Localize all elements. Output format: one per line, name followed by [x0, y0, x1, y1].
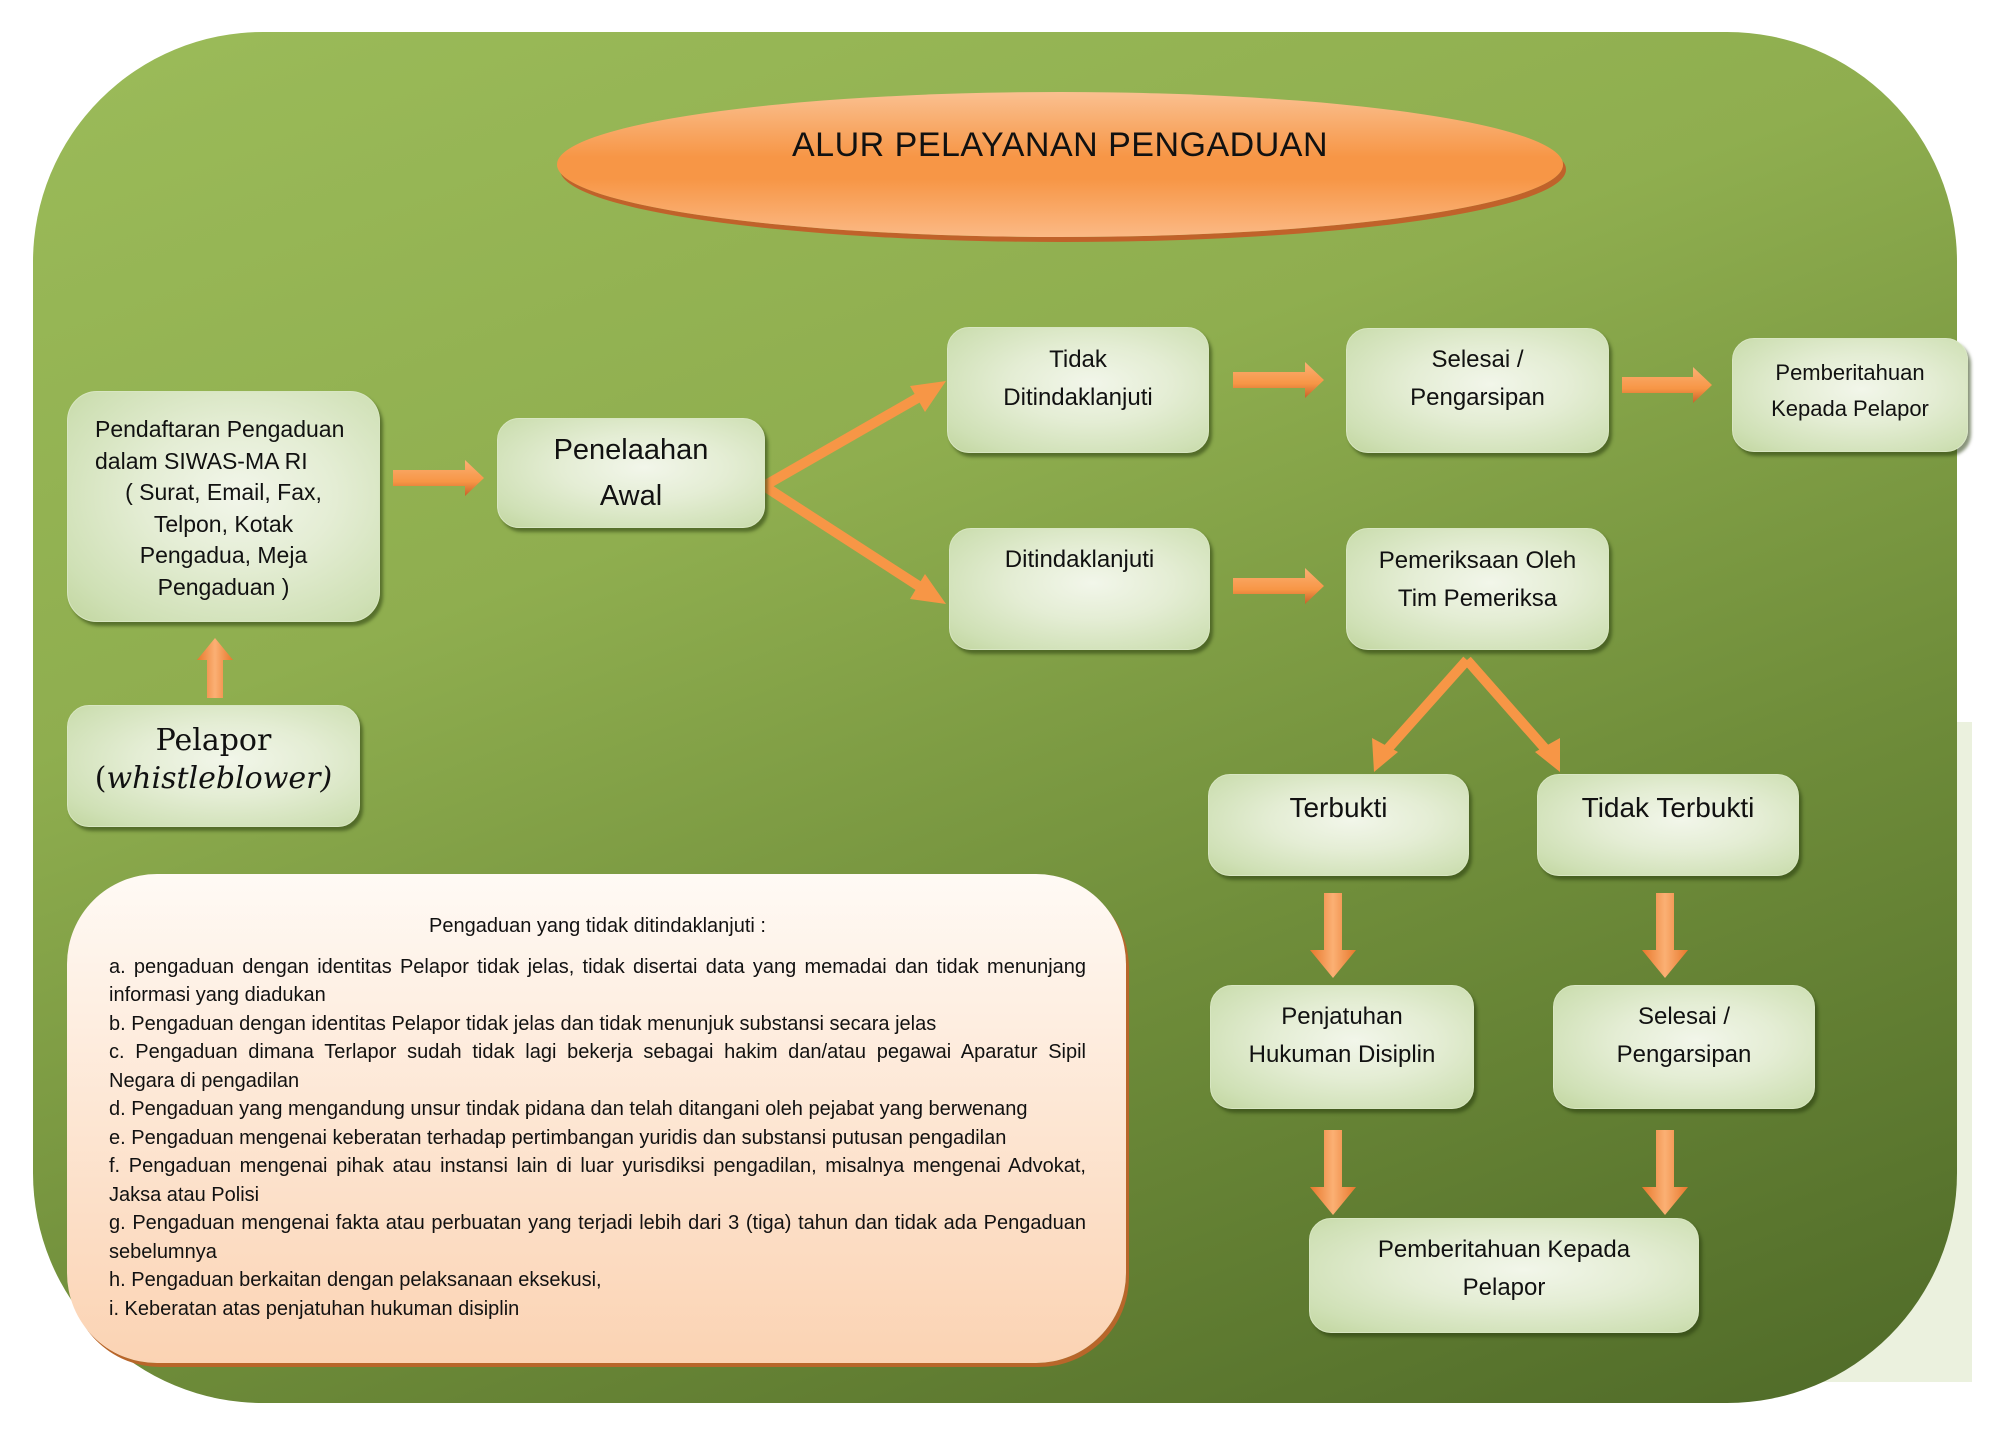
- pelapor-subtitle: (whistleblower): [94, 761, 333, 796]
- note-item: c. Pengaduan dimana Terlapor sudah tidak…: [109, 1041, 1086, 1092]
- note-item: i. Keberatan atas penjatuhan hukuman dis…: [109, 1297, 520, 1320]
- arrow-selesai-to-pemberitahuan-bottom: [1642, 1130, 1688, 1215]
- arrow-tidak-terbukti-to-selesai: [1642, 893, 1688, 978]
- arrow-penjatuhan-to-pemberitahuan: [1310, 1130, 1356, 1215]
- arrow-penelaahan-to-ditindaklanjuti: [761, 481, 946, 604]
- note-item: d. Pengaduan yang mengandung unsur tinda…: [109, 1098, 1028, 1120]
- node-selesai-pengarsipan-bottom: Selesai / Pengarsipan: [1553, 985, 1815, 1109]
- arrow-pendaftaran-to-penelaahan: [393, 460, 484, 496]
- node-ditindaklanjuti: Ditindaklanjuti: [949, 528, 1210, 650]
- arrow-tidak-ditindaklanjuti-to-selesai: [1233, 362, 1324, 398]
- note-item: a. pengaduan dengan identitas Pelapor ti…: [109, 955, 1086, 1007]
- arrow-terbukti-to-penjatuhan: [1310, 893, 1356, 978]
- node-pemberitahuan-bottom: Pemberitahuan Kepada Pelapor: [1309, 1218, 1699, 1333]
- title-ellipse: ALUR PELAYANAN PENGADUAN: [557, 92, 1563, 237]
- node-selesai-pengarsipan-top: Selesai / Pengarsipan: [1346, 328, 1609, 453]
- node-penjatuhan-hukuman: Penjatuhan Hukuman Disiplin: [1210, 985, 1474, 1109]
- arrow-ditindaklanjuti-to-pemeriksaan: [1233, 568, 1324, 604]
- note-item: b. Pengaduan dengan identitas Pelapor ti…: [109, 1012, 937, 1035]
- arrow-pemeriksaan-to-terbukti: [1372, 656, 1471, 772]
- note-item: h. Pengaduan berkaitan dengan pelaksanaa…: [109, 1269, 602, 1291]
- node-pemberitahuan-top: Pemberitahuan Kepada Pelapor: [1732, 338, 1968, 452]
- node-pelapor: Pelapor (whistleblower): [67, 705, 360, 827]
- node-pemeriksaan: Pemeriksaan Oleh Tim Pemeriksa: [1346, 528, 1609, 650]
- arrow-penelaahan-to-tidak-ditindaklanjuti: [761, 381, 946, 491]
- note-item: e. Pengaduan mengenai keberatan terhadap…: [109, 1126, 1007, 1149]
- node-penelaahan-awal: Penelaahan Awal: [497, 418, 765, 528]
- note-item: g. Pengaduan mengenai fakta atau perbuat…: [109, 1212, 1086, 1263]
- diagram-title: ALUR PELAYANAN PENGADUAN: [792, 126, 1328, 164]
- arrow-pelapor-to-pendaftaran: [197, 638, 233, 698]
- arrow-pemeriksaan-to-tidak-terbukti: [1463, 656, 1560, 772]
- node-tidak-ditindaklanjuti: Tidak Ditindaklanjuti: [947, 327, 1209, 453]
- note-heading: Pengaduan yang tidak ditindaklanjuti :: [429, 915, 766, 937]
- node-tidak-terbukti: Tidak Terbukti: [1537, 774, 1799, 876]
- arrow-selesai-to-pemberitahuan: [1622, 367, 1712, 403]
- note-box-unprocessed-complaints: Pengaduan yang tidak ditindaklanjuti : a…: [67, 874, 1126, 1363]
- note-item: f. Pengaduan mengenai pihak atau instans…: [109, 1155, 1086, 1206]
- node-terbukti: Terbukti: [1208, 774, 1469, 876]
- node-pendaftaran-pengaduan: Pendaftaran Pengaduan dalam SIWAS-MA RI …: [67, 391, 380, 622]
